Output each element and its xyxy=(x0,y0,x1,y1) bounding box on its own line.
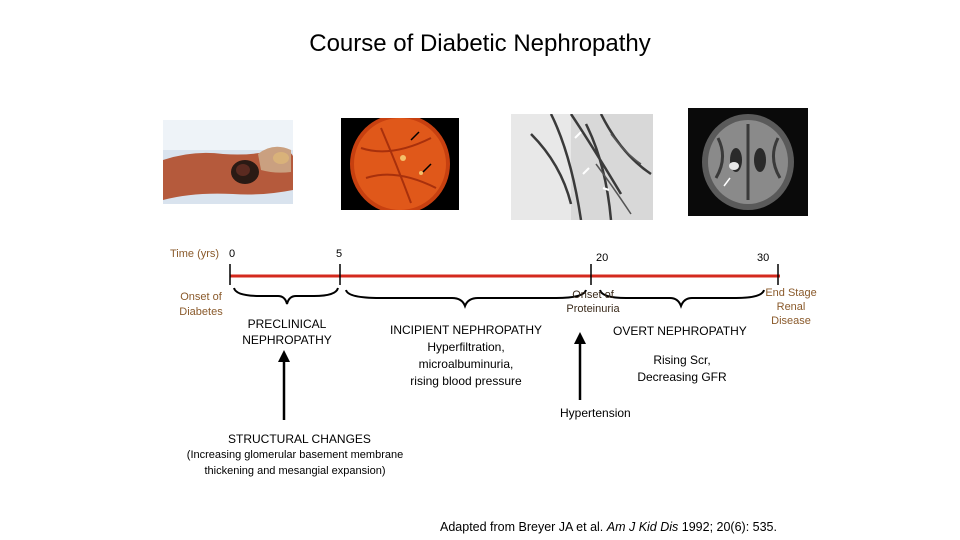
brace-incipient xyxy=(345,289,587,309)
diabetic-foot-photo xyxy=(163,120,293,204)
esrd-label: End Stage Renal Disease xyxy=(760,286,822,328)
retina-fundus-photo xyxy=(341,118,459,210)
angiogram-photo xyxy=(511,114,653,220)
overt-detail-1: Rising Scr, xyxy=(653,353,711,367)
tick-label-20: 20 xyxy=(596,252,609,264)
arrow-hypertension-head xyxy=(574,332,586,344)
incipient-title: INCIPIENT NEPHROPATHY xyxy=(389,323,543,337)
tick-label-5: 5 xyxy=(336,248,343,260)
time-axis-label: Time (yrs) xyxy=(170,248,220,260)
citation-prefix: Adapted from Breyer JA et al. xyxy=(440,520,607,534)
incipient-detail-2: microalbuminuria, xyxy=(418,357,514,371)
page-title: Course of Diabetic Nephropathy xyxy=(309,30,651,57)
overt-detail: Rising Scr, Decreasing GFR xyxy=(626,352,738,386)
incipient-label: INCIPIENT NEPHROPATHY Hyperfiltration, m… xyxy=(384,322,548,390)
onset-diabetes-label: Onset of Diabetes xyxy=(170,290,232,320)
onset-diabetes-line-1: Onset of xyxy=(180,291,222,303)
tick-label-0: 0 xyxy=(229,248,236,260)
brain-scan-photo xyxy=(688,108,808,216)
arrow-structural-head xyxy=(278,350,290,362)
structural-changes-detail: (Increasing glomerular basement membrane… xyxy=(180,447,410,479)
preclinical-line-1: PRECLINICAL xyxy=(247,317,327,331)
overt-detail-2: Decreasing GFR xyxy=(637,370,727,384)
structural-changes-title: STRUCTURAL CHANGES xyxy=(228,432,371,446)
incipient-detail-1: Hyperfiltration, xyxy=(427,340,505,354)
preclinical-label: PRECLINICAL NEPHROPATHY xyxy=(232,316,342,348)
brace-overt xyxy=(599,289,765,309)
citation: Adapted from Breyer JA et al. Am J Kid D… xyxy=(440,520,777,534)
tick-label-30: 30 xyxy=(757,252,770,264)
structural-detail-2: thickening and mesangial expansion) xyxy=(204,465,386,477)
brace-preclinical xyxy=(233,287,339,305)
esrd-line-1: End Stage xyxy=(765,287,817,299)
hypertension-label: Hypertension xyxy=(560,406,631,420)
structural-detail-1: (Increasing glomerular basement membrane xyxy=(186,449,404,461)
esrd-line-2: Renal xyxy=(776,301,806,313)
onset-proteinuria-line-1: Onset of xyxy=(572,289,614,301)
onset-proteinuria-label: Onset of Proteinuria xyxy=(556,288,630,316)
esrd-line-3: Disease xyxy=(771,315,811,327)
citation-suffix: 1992; 20(6): 535. xyxy=(678,520,777,534)
onset-diabetes-line-2: Diabetes xyxy=(179,306,223,318)
citation-journal: Am J Kid Dis xyxy=(606,520,679,534)
onset-proteinuria-line-2: Proteinuria xyxy=(566,303,620,315)
overt-title: OVERT NEPHROPATHY xyxy=(613,324,747,338)
preclinical-line-2: NEPHROPATHY xyxy=(242,333,332,347)
incipient-detail-3: rising blood pressure xyxy=(410,374,522,388)
